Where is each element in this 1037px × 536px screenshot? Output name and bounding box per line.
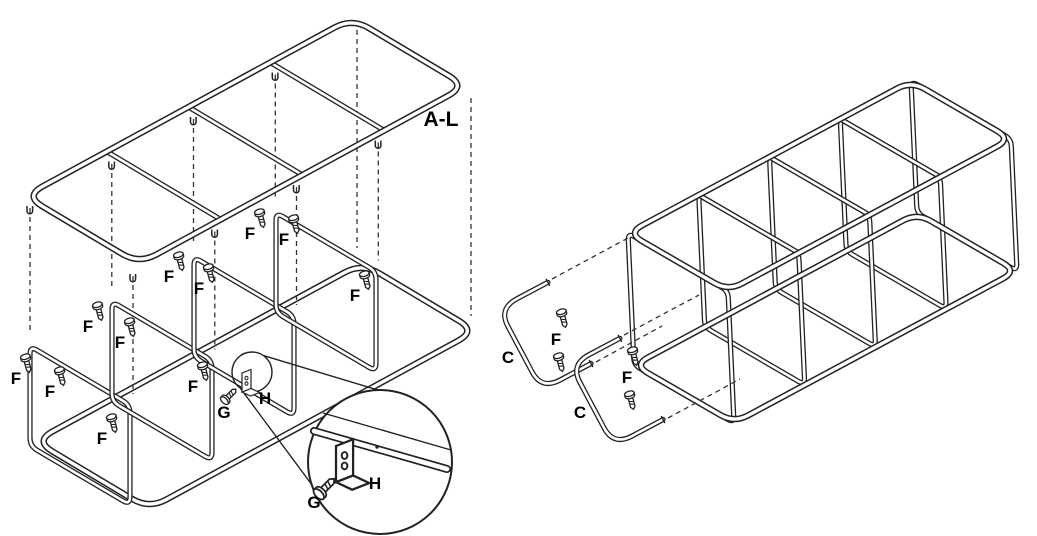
handle-label: C [574, 403, 586, 422]
bracket-screw-label: G [307, 493, 320, 512]
handle-end-cap [545, 278, 594, 368]
screws-right: F F [551, 307, 642, 412]
screw-label: F [551, 330, 561, 349]
screw-label: F [97, 429, 107, 448]
screw-icon [91, 300, 107, 323]
divider-panel [276, 215, 376, 369]
screw-label: F [11, 369, 21, 388]
bracket-screw-label: G [217, 403, 230, 422]
callout-source-circle [231, 351, 273, 393]
side-handle [497, 278, 594, 394]
screw-label: F [188, 377, 198, 396]
mounting-tabs [26, 71, 382, 283]
screw-label: F [164, 267, 174, 286]
screw-label: F [350, 286, 360, 305]
screw-label: F [83, 317, 93, 336]
screw-icon [123, 316, 139, 339]
screw-icon [358, 269, 374, 292]
screw-icon [172, 250, 188, 273]
screw-label: F [115, 333, 125, 352]
alignment-guides [29, 30, 472, 394]
bracket-label: H [259, 389, 271, 408]
frame-edge-detail [322, 412, 452, 451]
screw-icon [552, 351, 568, 374]
bracket-icon [241, 368, 261, 397]
screw-icon [555, 307, 571, 330]
handle-label: C [502, 348, 514, 367]
bracket-label: H [369, 474, 381, 493]
handle-alignment-guides [551, 237, 741, 419]
screw-label: F [45, 382, 55, 401]
screw-label: F [245, 224, 255, 243]
detail-callout: G H [307, 389, 453, 535]
screw-label: F [622, 368, 632, 387]
side-handle [569, 334, 666, 450]
screw-icon [105, 412, 121, 435]
divider-panels-assembled [628, 83, 1016, 420]
top-frame-assembled [635, 85, 1004, 287]
screws-left: F F F F F F F F F F F [11, 207, 374, 448]
screw-label: F [194, 279, 204, 298]
assembly-range-label: A-L [424, 108, 459, 131]
screw-icon [623, 389, 639, 412]
right-assembled-view: F F C C [497, 83, 1017, 449]
screw-hole [375, 445, 379, 449]
handle-end-cap [617, 334, 666, 424]
screw-label: F [279, 230, 289, 249]
detail-callout-circle [307, 389, 453, 535]
screw-icon [253, 207, 269, 230]
left-exploded-view: F F F F F F F F F F F G [11, 23, 472, 535]
